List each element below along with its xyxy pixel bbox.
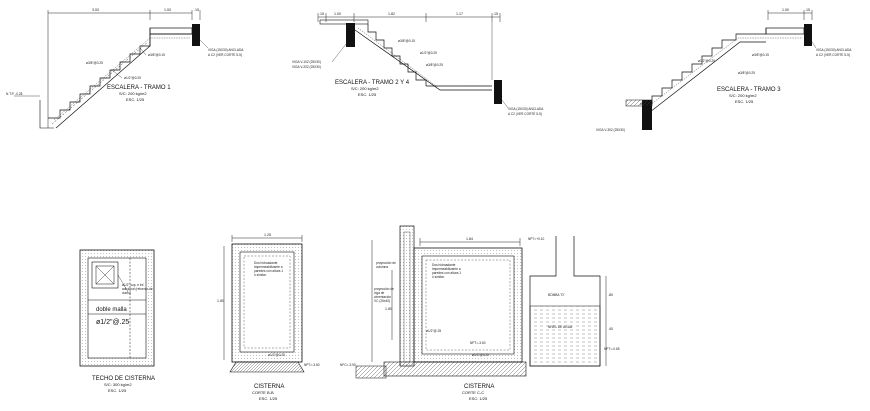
stair-3-beam-left: VIGA V-302 (25X30): [596, 128, 625, 132]
section-c-scale: ESC. 1/25: [469, 396, 488, 401]
roof-note-1: ø1/2" sup. e inf.: [122, 283, 144, 287]
stair-2-rebar-bot: ø3/8"@0.25: [426, 63, 443, 67]
section-c-over-4: VC (25x40): [374, 299, 390, 303]
section-c-over-3: cimentación: [374, 295, 391, 299]
section-c-dim-right-b: .40: [608, 327, 613, 331]
stair-3-dim-landing: 1.00: [782, 8, 789, 12]
stair-2-dim-b: 1.00: [334, 12, 341, 16]
section-c-note-3: paredes con altura 1: [432, 271, 461, 275]
stair-3-rebar-mid: ø1/2"@0.25: [698, 59, 715, 63]
section-b-subtitle: CORTE B-B: [252, 390, 274, 395]
stair-2-beam-left-1: VIGA V-102 (25X30): [292, 60, 321, 64]
stair-2-dim-end: .15: [493, 12, 498, 16]
section-c-dim-right: .80: [608, 293, 613, 297]
section-c-pump-room: BOMBA "D": [548, 293, 565, 297]
section-c-note-2: impermeabilizante a: [432, 267, 461, 271]
stair-3-title: ESCALERA - TRAMO 3: [717, 87, 781, 93]
stair-2-scale: ESC. 1/25: [358, 92, 377, 97]
stair-1-beam-note-2: A C2 (VER CORTE 5-5): [208, 53, 242, 57]
section-b-dim-height: 1.80: [217, 299, 224, 303]
stair-2-section: .15 1.00 1.82 1.17 .15 ø3/8"@0.15 ø1/2"@…: [292, 12, 544, 116]
stair-1-level: N.T.P. -0.28: [6, 92, 23, 96]
stair-1-rebar-top: ø3/8"@0.15: [148, 53, 165, 57]
stair-2-dim-a: .15: [319, 12, 324, 16]
section-b-rebar: ø1/2"@0.25: [268, 353, 285, 357]
stair-2-beam-right-2: A C2 (VER CORTE 5-5): [508, 112, 542, 116]
roof-note-3: ducto): [122, 291, 131, 295]
stair-1-dim-end: .15: [194, 8, 199, 12]
stair-3-beam-note-2: A C2 (VER CORTE 5-5): [816, 53, 850, 57]
section-c-dim-top: 1.84: [466, 237, 473, 241]
stair-2-beam-left-2: VIGA V-202 (25X30): [292, 65, 321, 69]
stair-2-top-beam: [346, 23, 355, 47]
stair-2-title: ESCALERA - TRAMO 2 Y 4: [335, 80, 410, 86]
section-b-scale: ESC. 1/25: [259, 396, 278, 401]
stair-1-title: ESCALERA - TRAMO 1: [107, 85, 171, 91]
section-c-dim-height: 1.80: [385, 307, 392, 311]
section-b-note-2: impermeabilizante a: [254, 265, 283, 269]
section-b-title: CISTERNA: [254, 384, 284, 390]
section-c-proj-1: proyección de: [376, 261, 396, 265]
stair-2-beam-right-1: VIGA (15X30) ANCLADA: [508, 107, 544, 111]
stair-3-beam-note-1: VIGA (15X30) ANCLADA: [816, 48, 852, 52]
cistern-section-b: 1.25 1.80 Dos hidroadante impermeabiliza…: [217, 233, 320, 401]
section-c-note-4: ó similar.: [432, 275, 445, 279]
stair-2-load: S/C: 200 kg/m2: [351, 86, 379, 91]
roof-mesh-rebar: ø1/2"@.25: [96, 319, 129, 326]
cistern-roof-plan: ø1/2" sup. e inf. adicional (refuerzo de…: [79, 249, 155, 393]
section-c-rebar: ø1/2"@.25: [426, 329, 441, 333]
section-c-water: NIVEL DE AGUA: [548, 325, 573, 329]
section-b-note-4: ó similar.: [254, 273, 267, 277]
stair-3-rebar-bot: ø3/8"@0.25: [738, 71, 755, 75]
roof-note-2: adicional (refuerzo de: [122, 287, 153, 291]
stair-3-load: S/C: 200 kg/m2: [729, 93, 757, 98]
section-b-level: NPT=-3.60: [304, 363, 320, 367]
stair-3-dim-end: .15: [805, 8, 810, 12]
stair-2-dim-run: 1.82: [388, 12, 395, 16]
section-c-proj-2: columna: [376, 265, 388, 269]
roof-title: TECHO DE CISTERNA: [92, 376, 155, 382]
stair-1-dim-landing: 1.00: [164, 8, 171, 12]
stair-1-dim-run: 3.00: [92, 8, 99, 12]
section-c-rebar-bot: ø1/2"@0.25: [472, 353, 489, 357]
section-c-over-1: proyección de: [374, 287, 394, 291]
section-c-note-1: Dos hidroadante: [432, 263, 456, 267]
section-c-level-top: NPT=+0.10: [528, 237, 545, 241]
section-c-over-2: viga de: [374, 291, 385, 295]
stair-1-beam-note-1: VIGA (15X30) ANCLADA: [208, 48, 244, 52]
stair-1-beam: [192, 24, 200, 46]
stair-3-left-beam: [642, 100, 652, 130]
roof-mesh-label: doble malla: [96, 307, 127, 313]
section-b-note-1: Dos hidroadante: [254, 261, 278, 265]
cistern-section-c: 1.84 NPT=+0.10 proyección de columna pro…: [340, 225, 620, 401]
stair-3-rebar-top: ø3/8"@0.15: [752, 53, 769, 57]
stair-3-beam: [804, 24, 812, 46]
section-b-dim-top: 1.25: [264, 233, 271, 237]
stair-2-rebar-top: ø3/8"@0.15: [398, 39, 415, 43]
section-c-subtitle: CORTE C-C: [462, 390, 484, 395]
stair-2-bottom-beam: [494, 80, 502, 104]
stair-3-scale: ESC. 1/25: [735, 99, 754, 104]
section-b-note-3: paredes con altura 1: [254, 269, 283, 273]
roof-load: S/C: 300 kg/m2: [104, 382, 132, 387]
section-c-title: CISTERNA: [464, 384, 494, 390]
stair-1-rebar-mid: ø3/8"@0.25: [86, 61, 103, 65]
stair-1-section: 3.00 1.00 .15 N.T.P. -0.28 ø3/8"@0.15 ø3…: [6, 8, 244, 129]
section-c-level-low: NFC=-3.90: [340, 363, 356, 367]
stair-1-scale: ESC. 1/25: [126, 97, 145, 102]
stair-2-dim-landing: 1.17: [456, 12, 463, 16]
roof-scale: ESC. 1/25: [108, 388, 127, 393]
section-c-level-bot: NPT=-3.60: [470, 341, 486, 345]
stair-2-rebar-mid: ø1/2"@0.25: [420, 51, 437, 55]
section-c-side-level: NPT=-0.65: [604, 347, 620, 351]
stair-1-load: S/C: 200 kg/m2: [119, 91, 147, 96]
stair-1-rebar-bot: ø1/2"@0.25: [124, 76, 141, 80]
stair-3-section: 1.00 .15 ø3/8"@0.15 ø1/2"@0.25 ø3/8"@0.2…: [596, 8, 852, 132]
